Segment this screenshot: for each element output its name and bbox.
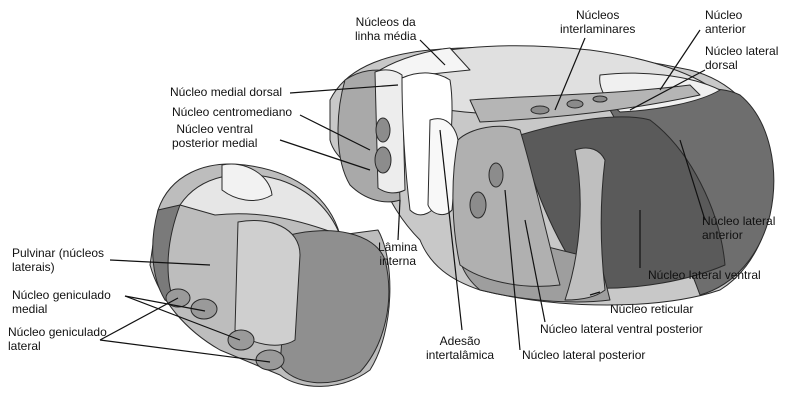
label-line: posterior medial <box>172 136 257 150</box>
label-nucleo-centromediano: Núcleo centromediano <box>172 105 292 119</box>
intralaminar-dot-2 <box>567 100 583 108</box>
label-nucleo-lateral-ventral-posterior: Núcleo lateral ventral posterior <box>540 322 703 336</box>
label-pulvinar: Pulvinar (núcleos laterais) <box>12 246 104 274</box>
pulvinar-mid-lobe <box>235 220 300 345</box>
lamina-oval-2 <box>470 192 486 218</box>
label-line: Núcleo <box>705 8 746 22</box>
label-line: anterior <box>705 22 746 36</box>
label-line: Núcleo lateral <box>705 44 778 58</box>
centromedian-oval <box>376 118 390 142</box>
label-nucleo-medial-dorsal: Núcleo medial dorsal <box>170 85 282 99</box>
leader-gl-1 <box>100 298 178 340</box>
label-line: Núcleos <box>560 8 635 22</box>
label-line: anterior <box>702 228 775 242</box>
label-lamina-interna: Lâmina interna <box>378 240 417 268</box>
label-line: Núcleos da <box>355 15 416 29</box>
intralaminar-dot-1 <box>531 106 549 114</box>
label-line: Núcleo lateral <box>702 214 775 228</box>
label-nucleo-reticular: Núcleo reticular <box>610 302 693 316</box>
label-nucleo-lateral-anterior: Núcleo lateral anterior <box>702 214 775 242</box>
label-adesao-intertalamica: Adesão intertalâmica <box>426 334 494 362</box>
label-nucleo-lateral-dorsal: Núcleo lateral dorsal <box>705 44 778 72</box>
label-line: laterais) <box>12 260 104 274</box>
label-nucleo-ventral-posterior-medial: Núcleo ventral posterior medial <box>172 122 257 150</box>
label-nucleo-geniculado-medial: Núcleo geniculado medial <box>12 288 111 316</box>
label-nucleos-interlaminares: Núcleos interlaminares <box>560 8 635 36</box>
label-nucleos-linha-media: Núcleos da linha média <box>355 15 416 43</box>
label-nucleo-lateral-ventral: Núcleo lateral ventral <box>648 268 761 282</box>
label-line: Núcleo ventral <box>172 122 257 136</box>
label-line: Pulvinar (núcleos <box>12 246 104 260</box>
label-line: medial <box>12 302 111 316</box>
label-nucleo-anterior: Núcleo anterior <box>705 8 746 36</box>
geniculate-bump-3 <box>228 330 254 350</box>
label-line: interna <box>378 254 417 268</box>
label-nucleo-geniculado-lateral: Núcleo geniculado lateral <box>8 325 107 353</box>
label-line: intertalâmica <box>426 348 494 362</box>
label-nucleo-lateral-posterior: Núcleo lateral posterior <box>522 348 645 362</box>
intralaminar-dot-3 <box>593 96 607 102</box>
label-line: Lâmina <box>378 240 417 254</box>
label-line: dorsal <box>705 58 778 72</box>
label-line: linha média <box>355 29 416 43</box>
label-line: lateral <box>8 339 107 353</box>
label-line: Núcleo geniculado <box>12 288 111 302</box>
label-line: Adesão <box>426 334 494 348</box>
label-line: Núcleo geniculado <box>8 325 107 339</box>
vpm-oval <box>375 147 391 173</box>
lamina-oval-1 <box>489 163 503 187</box>
label-line: interlaminares <box>560 22 635 36</box>
geniculate-bump-4 <box>256 350 284 370</box>
